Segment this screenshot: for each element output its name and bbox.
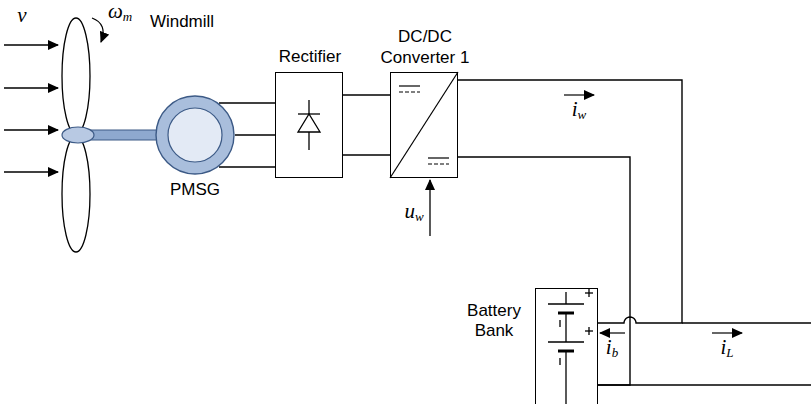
diode-triangle: [298, 114, 320, 132]
battery-box: Battery Bank: [535, 288, 598, 404]
rotor-speed-symbol: ωm: [108, 0, 132, 25]
battery-lead: [565, 351, 566, 404]
control-signal: uw: [404, 200, 423, 225]
wind-arrows: [4, 45, 58, 172]
current-arrows: [564, 95, 742, 333]
minus-mark: [559, 320, 560, 327]
generator-circle: PMSG: [155, 95, 235, 175]
current-arrow: [600, 332, 625, 333]
turbine-blade: [62, 136, 90, 252]
dc-mark: [399, 85, 420, 86]
wind-arrow: [4, 44, 58, 45]
dc-wires: [458, 157, 811, 385]
wire: [219, 166, 275, 167]
rotor-disc: [168, 108, 222, 162]
turbine-blade: [62, 18, 90, 134]
dc-mark: [428, 163, 449, 164]
part-name: Windmill: [150, 12, 214, 32]
turbine-hub: [62, 127, 94, 143]
turbine-shaft: [84, 130, 158, 140]
part-label: DC/DC Converter 1: [369, 27, 481, 68]
stator-ring: [156, 96, 234, 174]
plus-mark: [588, 327, 589, 335]
wire: [235, 134, 275, 135]
current-arrow: [712, 332, 742, 333]
control-input-arrow: [429, 180, 430, 236]
diode-symbol: [298, 100, 320, 150]
battery-symbol: [548, 289, 593, 404]
load-wire: [682, 322, 811, 323]
converter-symbol: [390, 72, 458, 178]
battery-plate: [548, 303, 584, 304]
part-label: PMSG: [170, 180, 220, 200]
battery-lead: [565, 313, 566, 342]
wind-arrow: [4, 129, 58, 130]
battery-lead: [565, 292, 566, 304]
current-symbol: iL: [720, 336, 733, 361]
battery-plate: [548, 341, 584, 342]
wind-speed-symbol: v: [17, 4, 26, 27]
wind-arrow: [4, 87, 58, 88]
wire: [219, 102, 275, 103]
dc-mark: [428, 157, 449, 158]
rectifier-box: Rectifier: [275, 72, 343, 178]
wind-arrow: [4, 171, 58, 172]
wire: [458, 157, 630, 385]
part-label: Rectifier: [279, 47, 341, 67]
generator-outline: [155, 95, 235, 175]
rotation-arrow: [92, 18, 103, 42]
load-wire: [598, 384, 811, 385]
current-arrow: [564, 94, 594, 95]
part-label: Battery Bank: [458, 301, 530, 342]
wire: [343, 94, 390, 95]
converter-diagonal: [390, 72, 458, 178]
plus-mark: [588, 289, 589, 297]
dc-mark: [399, 91, 420, 92]
current-symbol: ib: [606, 336, 618, 361]
minus-mark: [559, 358, 560, 365]
wire: [458, 80, 682, 323]
wire: [343, 154, 390, 155]
current-symbol: iw: [572, 98, 587, 123]
converter-box: DC/DC Converter 1: [390, 72, 458, 178]
